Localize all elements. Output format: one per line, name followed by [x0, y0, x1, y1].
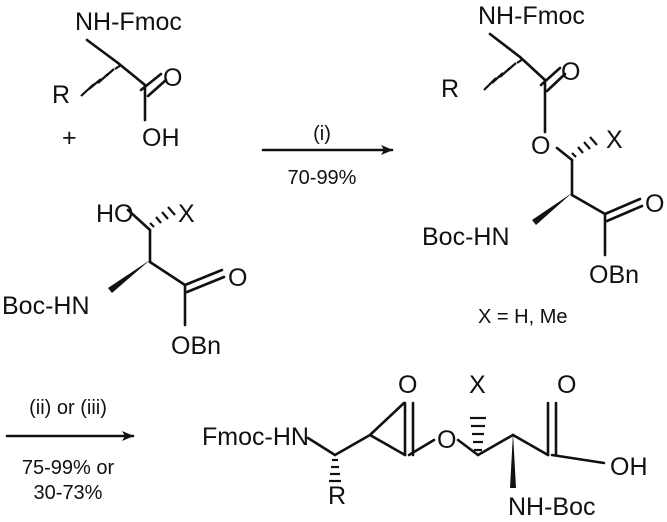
- bond: [126, 208, 152, 232]
- carbonyl-oxygen-label: O: [645, 190, 664, 218]
- bond: [511, 433, 550, 457]
- bond: [476, 433, 515, 457]
- x-substituent-label: X: [469, 371, 486, 399]
- hashed-bond: [483, 58, 524, 91]
- bond: [570, 193, 607, 216]
- boc-amine-label: Boc-HN: [422, 223, 510, 251]
- x-definition-label: X = H, Me: [478, 306, 567, 328]
- reagent-ii-iii-label: (ii) or (iii): [29, 397, 107, 419]
- fmoc-amine-label: NH-Fmoc: [75, 8, 182, 36]
- hashed-bond: [80, 64, 122, 97]
- bond: [555, 146, 574, 162]
- bond: [518, 55, 547, 82]
- wedge-bond: [108, 260, 150, 293]
- bond: [183, 268, 224, 287]
- bond: [116, 61, 147, 87]
- bond: [456, 438, 480, 457]
- boc-amine-label: Boc-HN: [2, 292, 90, 320]
- bond: [306, 436, 337, 457]
- hashed-bond: [149, 206, 176, 228]
- ester-oxygen-label: O: [531, 132, 550, 160]
- bond: [368, 401, 406, 437]
- final-product: Fmoc-HN R O O X O OH NH-Boc: [202, 371, 648, 521]
- bond: [488, 32, 522, 59]
- bond: [545, 72, 567, 93]
- ester-oxygen-label: O: [437, 426, 456, 454]
- step-two-arrow: (ii) or (iii) 75-99% or 30-73%: [5, 397, 135, 504]
- wedge-bond: [510, 433, 516, 488]
- hydroxyl-label: OH: [142, 124, 180, 152]
- reactant-serine-ester: HO X Boc-HN O OBn: [2, 200, 247, 360]
- r-group-label: R: [328, 482, 346, 510]
- bond: [146, 78, 168, 98]
- benzyl-ester-label: OBn: [171, 332, 221, 360]
- x-substituent-label: X: [178, 200, 195, 228]
- plus-sign: +: [62, 124, 77, 152]
- yield-ii-iii-label-1: 75-99% or: [22, 457, 115, 479]
- hashed-bond: [329, 458, 341, 483]
- yield-ii-iii-label-2: 30-73%: [34, 482, 103, 504]
- bond: [333, 433, 372, 457]
- reagent-i-label: (i): [313, 123, 331, 145]
- acid-carbonyl-oxygen-label: O: [557, 371, 576, 399]
- serine-hydroxyl-label: HO: [96, 200, 134, 228]
- r-group-label: R: [52, 81, 70, 109]
- step-one-arrow: (i) 70-99%: [261, 123, 394, 189]
- bond: [407, 438, 436, 457]
- reactant-fmoc-amino-acid: NH-Fmoc R O OH +: [52, 8, 182, 152]
- carbonyl-oxygen-label: O: [561, 58, 580, 86]
- hashed-bond: [571, 136, 598, 158]
- x-substituent-label: X: [606, 126, 623, 154]
- carbonyl-oxygen-label: O: [163, 64, 182, 92]
- bond: [550, 453, 606, 465]
- ester-product: NH-Fmoc R O O X Boc-HN O OBn X = H, Me: [422, 2, 664, 328]
- wedge-bond: [532, 193, 572, 225]
- benzyl-ester-label: OBn: [589, 261, 639, 289]
- bond: [85, 38, 120, 65]
- fmoc-amine-label: Fmoc-HN: [202, 423, 309, 451]
- bond: [368, 433, 407, 457]
- bond: [148, 260, 187, 287]
- carbonyl-oxygen-label: O: [398, 371, 417, 399]
- hashed-bond: [470, 416, 486, 452]
- bond: [605, 204, 644, 223]
- fmoc-amine-label: NH-Fmoc: [478, 2, 585, 30]
- r-group-label: R: [441, 75, 459, 103]
- acid-hydroxyl-label: OH: [610, 453, 648, 481]
- yield-i-label: 70-99%: [288, 167, 357, 189]
- bond: [185, 275, 226, 294]
- bond: [603, 197, 642, 216]
- boc-amine-label: NH-Boc: [508, 493, 596, 521]
- carbonyl-oxygen-label: O: [228, 264, 247, 292]
